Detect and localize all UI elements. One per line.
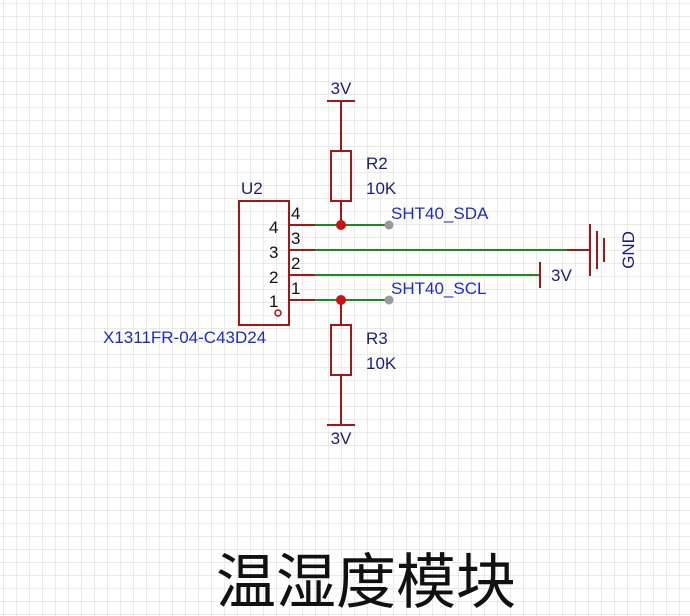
- power-3v-top-label: 3V: [331, 79, 352, 98]
- net-label-scl: SHT40_SCL: [391, 279, 486, 298]
- net-port-sda[interactable]: [384, 220, 394, 230]
- net-label-sda: SHT40_SDA: [391, 204, 489, 223]
- resistor-r3-value: 10K: [366, 354, 397, 373]
- power-3v-right[interactable]: 3V: [539, 262, 572, 288]
- resistor-r2-value: 10K: [366, 179, 397, 198]
- junction-sda: [336, 220, 346, 230]
- ground-label: GND: [619, 231, 638, 269]
- pin2-outside-number: 2: [291, 254, 300, 273]
- junction-scl: [336, 295, 346, 305]
- pin1-inside-number: 1: [269, 292, 278, 311]
- net-port-scl[interactable]: [384, 295, 394, 305]
- resistor-r3-ref: R3: [366, 329, 388, 348]
- power-3v-bottom[interactable]: 3V: [327, 424, 355, 448]
- power-3v-top[interactable]: 3V: [327, 79, 355, 102]
- power-3v-bottom-label: 3V: [331, 429, 352, 448]
- diagram-title: 温湿度模块: [216, 548, 516, 616]
- pin2-inside-number: 2: [269, 268, 278, 287]
- pin3-inside-number: 3: [269, 243, 278, 262]
- pin1-outside-number: 1: [291, 279, 300, 298]
- pin3-outside-number: 3: [291, 229, 300, 248]
- pin1-marker: [274, 309, 282, 317]
- power-3v-right-label: 3V: [551, 266, 572, 285]
- ground-symbol[interactable]: GND: [567, 224, 638, 276]
- connector-u2-part: X1311FR-04-C43D24: [103, 328, 266, 347]
- connector-u2[interactable]: U2 X1311FR-04-C43D24 4 3 2 1 4 3 2 1: [103, 179, 315, 347]
- resistor-r2-ref: R2: [366, 154, 388, 173]
- pin4-outside-number: 4: [291, 204, 300, 223]
- pin4-inside-number: 4: [269, 218, 278, 237]
- connector-u2-body: [238, 200, 290, 326]
- connector-u2-ref: U2: [241, 179, 263, 198]
